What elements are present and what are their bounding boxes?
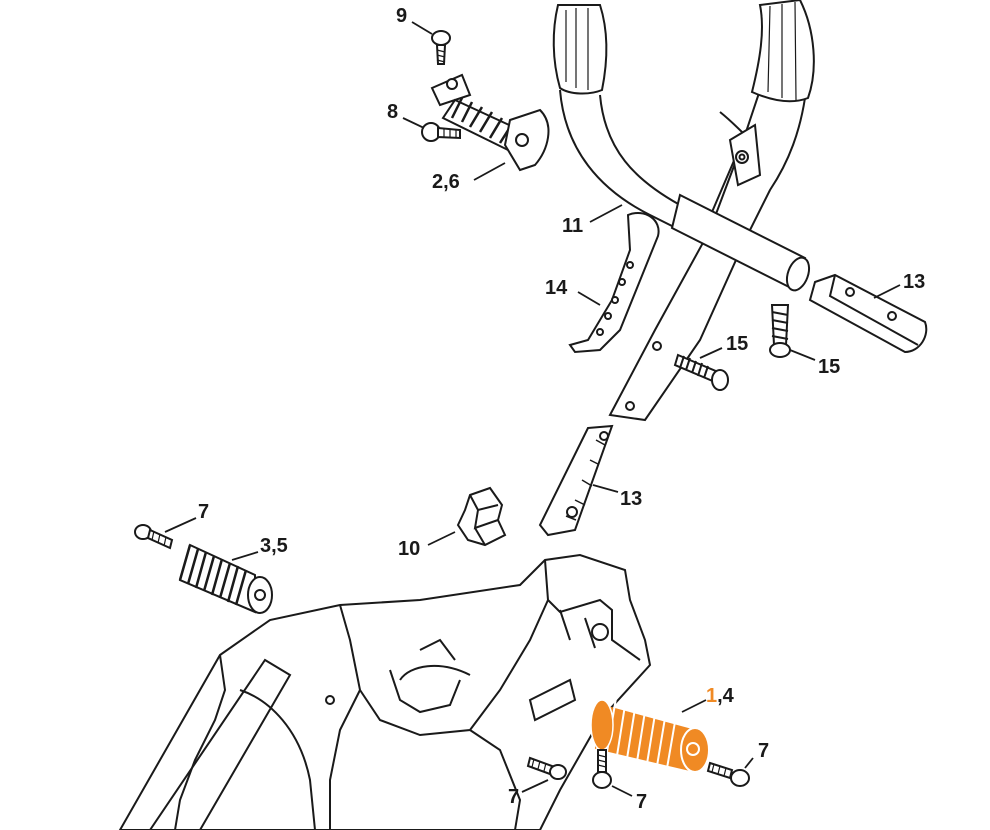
highlighted-spring-part[interactable] [591,698,709,774]
spring-part[interactable] [135,525,272,613]
callout-8: 8 [387,101,398,123]
anti-vibration-spring-part[interactable] [432,75,548,170]
callout-7-bottom-left: 7 [508,786,519,808]
callout-4: ,4 [717,685,735,707]
callout-13-lower: 13 [620,488,642,510]
callout-7-bottom-mid: 7 [636,791,647,813]
handlebar-part[interactable] [554,0,814,420]
callout-15-right: 15 [818,356,840,378]
callout-11: 11 [562,215,583,237]
callout-7-right: 7 [758,740,769,762]
bracket-part[interactable] [570,213,659,352]
callout-9: 9 [396,5,407,27]
end-pad-part[interactable] [810,275,926,352]
buffer-part[interactable] [458,488,505,545]
callout-1-highlight: 1 [706,685,717,707]
callout-1-4: 1,4 [706,685,735,707]
screw-part[interactable] [422,31,460,141]
lower-pad-part[interactable] [540,426,612,535]
callout-7-upper: 7 [198,501,209,523]
screw-part[interactable] [528,750,749,788]
engine-housing-part[interactable] [120,555,650,830]
leader-lines [164,21,901,797]
callout-14: 14 [545,277,568,299]
callout-10: 10 [398,538,420,560]
callout-15-left: 15 [726,333,748,355]
callout-2-6: 2,6 [432,171,460,193]
callout-13-upper: 13 [903,271,925,293]
callout-labels: 9 8 2,6 11 13 14 15 15 13 7 3,5 10 1,4 7… [198,5,925,813]
screw-part[interactable] [675,305,790,390]
callout-3-5: 3,5 [260,535,288,557]
